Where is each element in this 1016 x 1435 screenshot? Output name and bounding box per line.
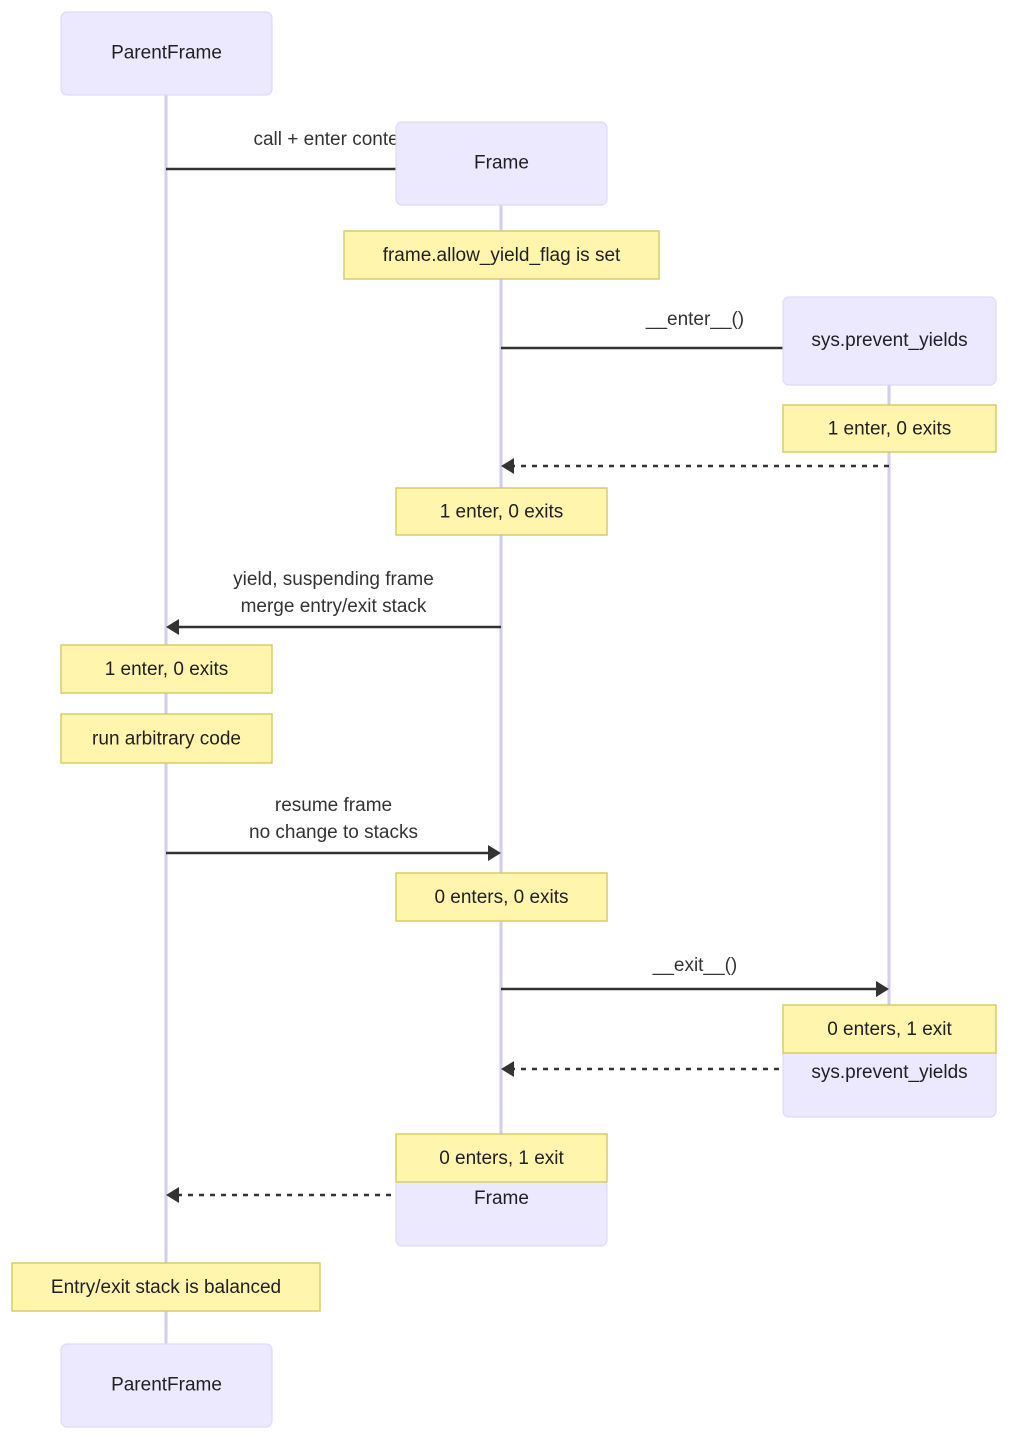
note-allow-yield-label: frame.allow_yield_flag is set [383,245,621,266]
msg-yield-label-1: merge entry/exit stack [241,596,427,617]
msg-resume-label-0: resume frame [275,795,392,816]
participant-box-parent-bottom[interactable] [60,1343,273,1428]
note-run-code-label: run arbitrary code [92,729,241,750]
note-run-code: run arbitrary code [60,713,273,764]
msg-call-enter-label-0: call + enter context [253,129,414,150]
note-frame-1-enter-box [395,487,608,536]
note-balanced-box [11,1262,321,1312]
note-balanced-label: Entry/exit stack is balanced [51,1277,281,1298]
participant-label-sys-bottom: sys.prevent_yields [811,1062,967,1083]
participants-layer: ParentFrameFramesys.prevent_yieldssys.pr… [60,11,997,1428]
msg-exit-dunder-arrowhead-icon [876,981,889,997]
note-frame-0-1: 0 enters, 1 exit [395,1133,608,1183]
msg-resume: resume frame no change to stacks [166,795,501,861]
msg-resume-label-1: no change to stacks [249,822,418,843]
participant-box-sys-top[interactable] [782,296,997,386]
participant-frame-top[interactable]: Frame [395,121,608,206]
msg-enter-dunder-label-0: __enter__() [645,309,744,330]
msg-sys-return-1-arrowhead-icon [501,458,514,474]
msg-frame-return [166,1187,501,1203]
participant-parent-bottom[interactable]: ParentFrame [60,1343,273,1428]
participant-label-parent-bottom: ParentFrame [111,1375,222,1396]
note-parent-1-enter-box [60,644,273,694]
msg-yield-arrowhead-icon [166,619,179,635]
note-frame-0-1-label: 0 enters, 1 exit [439,1148,564,1169]
msg-yield-label-0: yield, suspending frame [233,569,434,590]
participant-box-frame-top[interactable] [395,121,608,206]
participant-label-frame-bottom: Frame [474,1188,529,1209]
note-frame-0-1-box [395,1133,608,1183]
note-frame-1-enter: 1 enter, 0 exits [395,487,608,536]
note-allow-yield-box [343,230,660,280]
msg-sys-return-2 [501,1061,889,1077]
participant-sys-top[interactable]: sys.prevent_yields [782,296,997,386]
participant-box-parent-top[interactable] [60,11,273,96]
msg-yield: yield, suspending frame merge entry/exit … [166,569,501,635]
note-frame-0-0-box [395,872,608,922]
note-sys-0-1-label: 0 enters, 1 exit [827,1019,952,1040]
note-balanced: Entry/exit stack is balanced [11,1262,321,1312]
note-sys-1-enter-box [782,404,997,453]
notes-layer: frame.allow_yield_flag is set 1 enter, 0 … [11,230,997,1312]
note-parent-1-enter: 1 enter, 0 exits [60,644,273,694]
participant-label-frame-top: Frame [474,153,529,174]
note-allow-yield: frame.allow_yield_flag is set [343,230,660,280]
participant-label-sys-top: sys.prevent_yields [811,330,967,351]
participant-parent-top[interactable]: ParentFrame [60,11,273,96]
msg-sys-return-1 [501,458,889,474]
msg-exit-dunder: __exit__() [501,955,889,997]
note-parent-1-enter-label: 1 enter, 0 exits [105,659,229,680]
note-frame-1-enter-label: 1 enter, 0 exits [440,502,564,523]
note-sys-1-enter-label: 1 enter, 0 exits [828,419,952,440]
messages-layer: call + enter context __enter__() yield, su… [166,129,889,1203]
participant-label-parent-top: ParentFrame [111,43,222,64]
msg-exit-dunder-label-0: __exit__() [652,955,738,976]
note-frame-0-0: 0 enters, 0 exits [395,872,608,922]
note-run-code-box [60,713,273,764]
note-sys-0-1: 0 enters, 1 exit [782,1004,997,1054]
msg-sys-return-2-arrowhead-icon [501,1061,514,1077]
note-sys-0-1-box [782,1004,997,1054]
msg-frame-return-arrowhead-icon [166,1187,179,1203]
participant-frame-bottom[interactable]: Frame [395,1179,608,1247]
msg-resume-arrowhead-icon [488,845,501,861]
note-frame-0-0-label: 0 enters, 0 exits [434,887,568,908]
note-sys-1-enter: 1 enter, 0 exits [782,404,997,453]
